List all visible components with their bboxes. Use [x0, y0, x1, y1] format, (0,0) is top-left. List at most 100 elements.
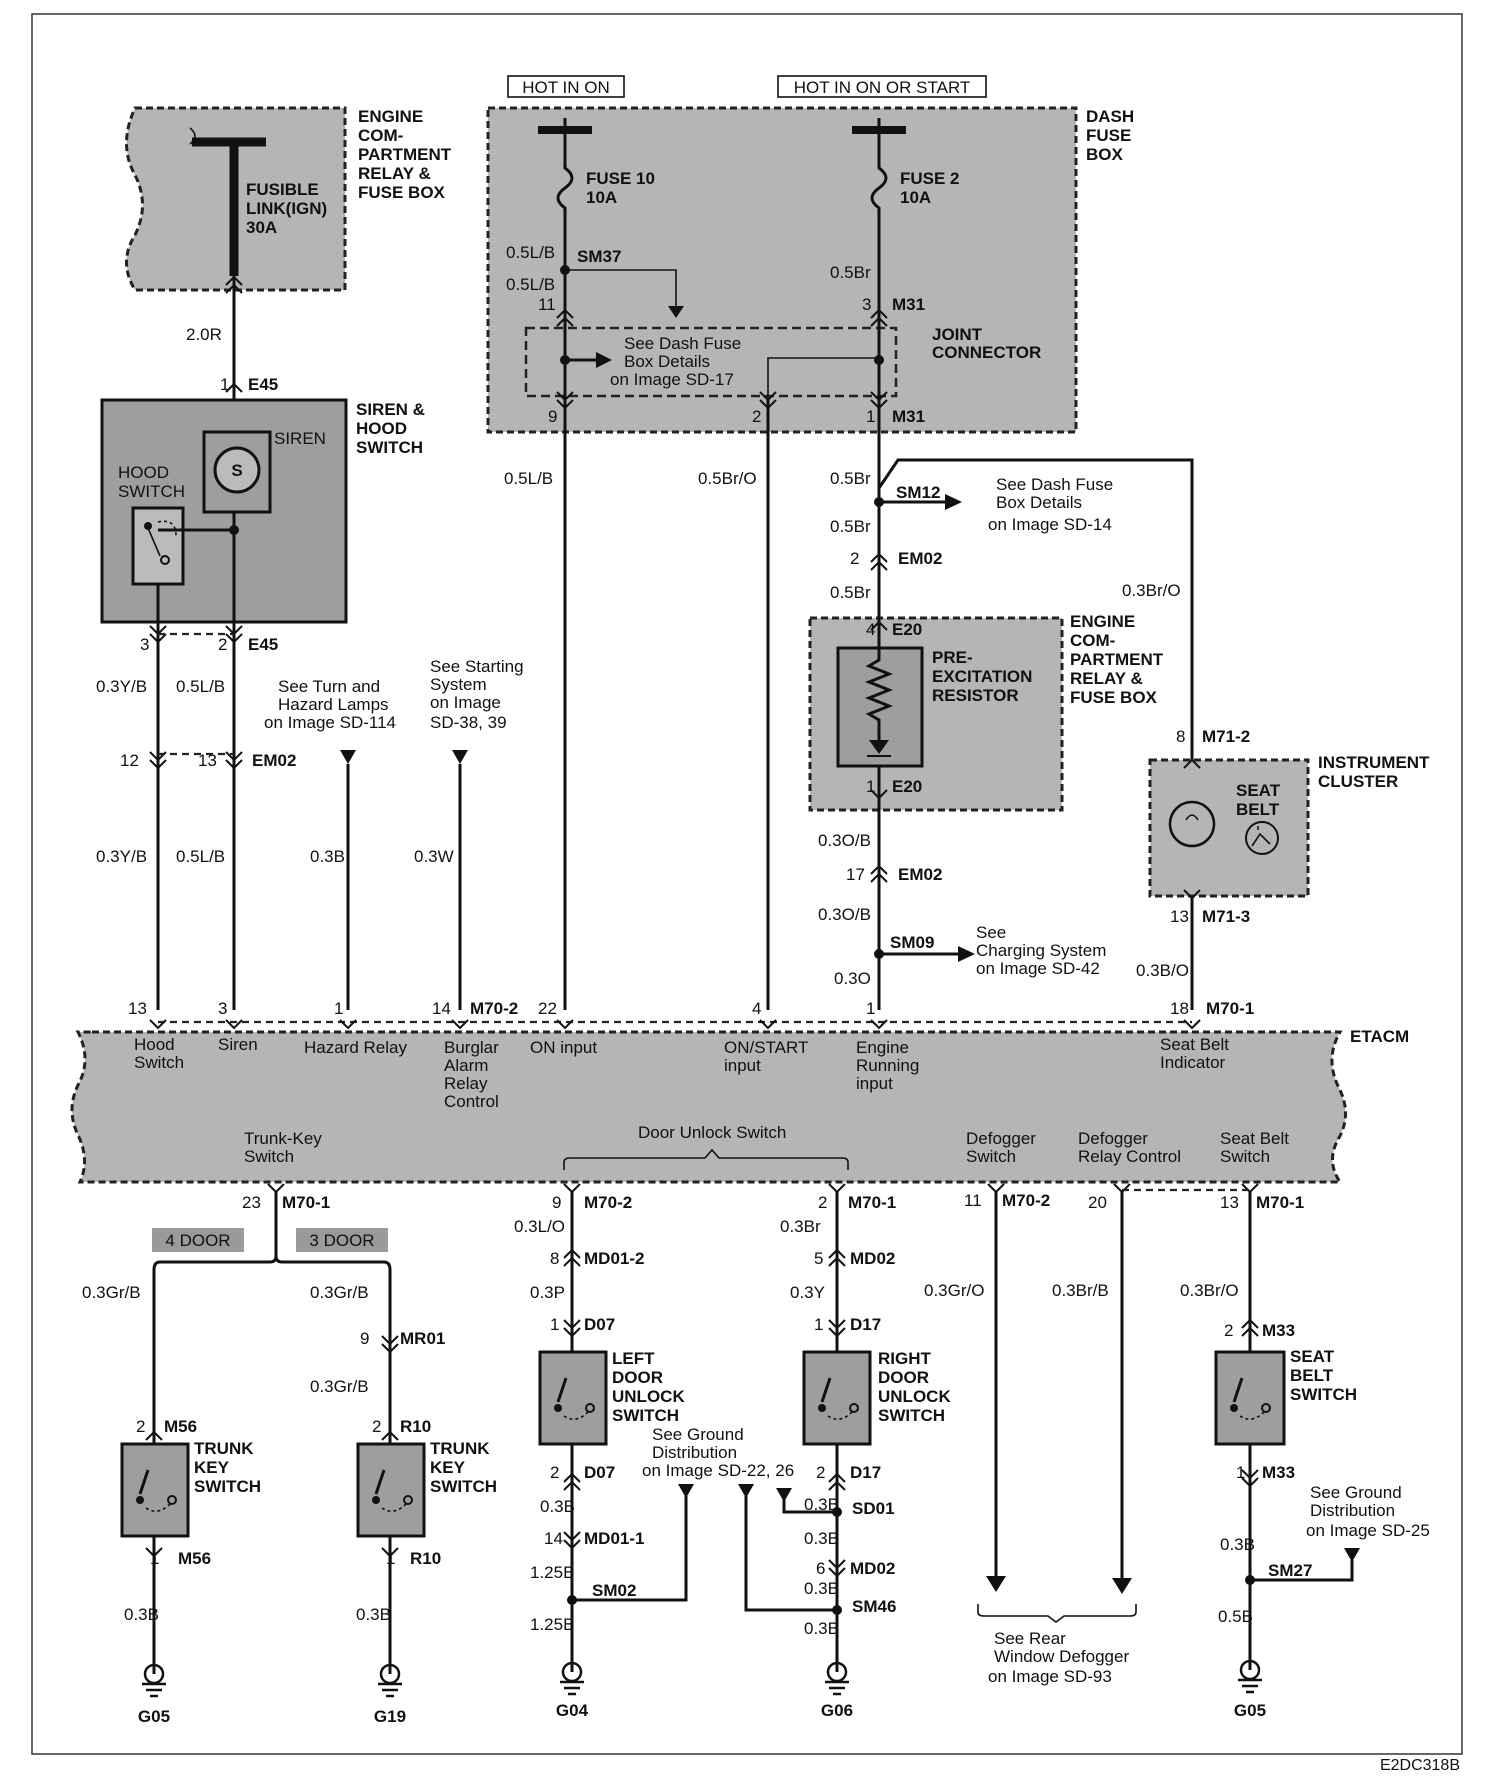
label-pins-p18: 18 — [1170, 999, 1189, 1018]
label-pins-p2: 2 — [818, 1193, 827, 1212]
label-wires-w05lb: 0.5L/B — [506, 243, 555, 262]
label-connectors-m70-2: M70-2 — [470, 999, 518, 1018]
label-connectors-m56: M56 — [164, 1417, 197, 1436]
label-connectors-e45: E45 — [248, 635, 278, 654]
label-doors-three: 3 DOOR — [309, 1231, 374, 1250]
label-wires-w03b: 0.3B — [124, 1605, 159, 1624]
label-dash-fuse-box-line2: FUSE — [1086, 126, 1131, 145]
seat-belt-switch — [1214, 1350, 1286, 1446]
label-grounds-g19: G19 — [374, 1707, 406, 1726]
label-refs-gnd2-1: See Ground — [1310, 1483, 1402, 1502]
label-refs-start-1: See Starting — [430, 657, 524, 676]
label-connectors-r10: R10 — [400, 1417, 431, 1436]
label-pre-exc-c: RESISTOR — [932, 686, 1019, 705]
label-connectors-d17: D17 — [850, 1463, 881, 1482]
label-pre-exc-box1: ENGINE — [1070, 612, 1135, 631]
label-switches-left-a: LEFT — [612, 1349, 655, 1368]
label-connectors-m71-3: M71-3 — [1202, 907, 1250, 926]
label-grounds-g06: G06 — [821, 1701, 853, 1720]
label-pins-p1: 1 — [386, 1549, 395, 1568]
label-refs-turn-3: on Image SD-114 — [264, 713, 396, 732]
label-engine-box-top-line1: ENGINE — [358, 107, 423, 126]
label-connectors-sd01: SD01 — [852, 1499, 895, 1518]
label-dash-fuse-box-joint-2: CONNECTOR — [932, 343, 1041, 362]
label-etacm-burg-3: Relay — [444, 1074, 488, 1093]
label-wires-w03b: 0.3B — [804, 1495, 839, 1514]
label-siren-hood-1: HOOD — [118, 463, 169, 482]
label-pins-p23: 23 — [242, 1193, 261, 1212]
label-connectors-em02: EM02 — [898, 549, 942, 568]
label-pins-p1: 1 — [550, 1315, 559, 1334]
label-siren-s: S — [231, 461, 242, 480]
label-connectors-sm12: SM12 — [896, 483, 940, 502]
label-connectors-sm09: SM09 — [890, 933, 934, 952]
label-etacm-eng-2: Running — [856, 1056, 919, 1075]
label-wires-w05br: 0.5Br — [830, 517, 871, 536]
label-switches-trunk-a: TRUNK — [430, 1439, 490, 1458]
label-dash-fuse-box-joint-1: JOINT — [932, 325, 983, 344]
label-pins-p14: 14 — [544, 1529, 563, 1548]
trunk-key-switch-r10 — [356, 1442, 426, 1538]
label-refs-sd14-2: Box Details — [996, 493, 1082, 512]
label-pins-p13: 13 — [198, 751, 217, 770]
label-etacm-defs-2: Switch — [966, 1147, 1016, 1166]
label-pins-p13: 13 — [1220, 1193, 1239, 1212]
label-refs-start-3: on Image — [430, 693, 501, 712]
label-switches-trunk-c: SWITCH — [430, 1477, 497, 1496]
label-switches-trunk-a: TRUNK — [194, 1439, 254, 1458]
label-wires-w03b: 0.3B — [356, 1605, 391, 1624]
label-pins-p2: 2 — [550, 1463, 559, 1482]
label-pins-p11: 11 — [538, 295, 556, 314]
label-wires-w05lb: 0.5L/B — [176, 677, 225, 696]
label-engine-box-top-fusible-3: 30A — [246, 218, 277, 237]
label-connectors-md01-2: MD01-2 — [584, 1249, 644, 1268]
label-pins-p20: 20 — [1088, 1193, 1107, 1212]
label-wires-w03b: 0.3B — [804, 1619, 839, 1638]
label-connectors-m70-1: M70-1 — [1256, 1193, 1304, 1212]
label-switches-right-c: UNLOCK — [878, 1387, 951, 1406]
label-refs-turn-1: See Turn and — [278, 677, 380, 696]
label-wires-w05lb: 0.5L/B — [504, 469, 553, 488]
label-wires-w03o: 0.3O — [834, 969, 871, 988]
label-etacm-tk-2: Switch — [244, 1147, 294, 1166]
label-wires-w05br: 0.5Br — [830, 583, 871, 602]
label-switches-trunk-b: KEY — [194, 1458, 230, 1477]
label-refs-chg-3: on Image SD-42 — [976, 959, 1100, 978]
label-pins-p11: 11 — [964, 1191, 982, 1210]
label-pre-exc-box3: PARTMENT — [1070, 650, 1164, 669]
label-pins-p22: 22 — [538, 999, 557, 1018]
label-wires-w03gro: 0.3Gr/O — [924, 1281, 984, 1300]
label-connectors-sm27: SM27 — [1268, 1561, 1312, 1580]
diagram-frame — [31, 13, 1463, 1755]
label-wires-w03br: 0.3Br — [780, 1217, 821, 1236]
label-connectors-d17: D17 — [850, 1315, 881, 1334]
label-connectors-m70-1: M70-1 — [848, 1193, 896, 1212]
label-connectors-m33: M33 — [1262, 1463, 1295, 1482]
label-connectors-sm02: SM02 — [592, 1581, 636, 1600]
label-wires-w03brb: 0.3Br/B — [1052, 1281, 1109, 1300]
label-connectors-m70-2: M70-2 — [1002, 1191, 1050, 1210]
label-wires-w03b: 0.3B — [310, 847, 345, 866]
label-pins-p1: 1 — [866, 999, 875, 1018]
label-connectors-d07: D07 — [584, 1315, 615, 1334]
label-refs-start-4: SD-38, 39 — [430, 713, 507, 732]
label-engine-box-top-line5: FUSE BOX — [358, 183, 446, 202]
label-pins-p9: 9 — [360, 1329, 369, 1348]
label-refs-gnd1-3: on Image SD-22, 26 — [642, 1461, 794, 1480]
label-etacm-burg-4: Control — [444, 1092, 499, 1111]
label-refs-chg-2: Charging System — [976, 941, 1106, 960]
label-switches-left-c: UNLOCK — [612, 1387, 685, 1406]
label-cluster-a: INSTRUMENT — [1318, 753, 1430, 772]
label-engine-box-top-line2: COM- — [358, 126, 403, 145]
label-pre-exc-box2: COM- — [1070, 631, 1115, 650]
label-dash-fuse-box-see-2: Box Details — [624, 352, 710, 371]
label-wires-w03b: 0.3B — [804, 1529, 839, 1548]
label-refs-gnd1-1: See Ground — [652, 1425, 744, 1444]
label-pins-p1: 1 — [220, 375, 229, 394]
label-dash-fuse-box-line3: BOX — [1086, 145, 1124, 164]
instrument-cluster — [1148, 758, 1310, 898]
label-pins-p3: 3 — [140, 635, 149, 654]
label-refs-def-3: on Image SD-93 — [988, 1667, 1112, 1686]
label-pins-p2: 2 — [218, 635, 227, 654]
